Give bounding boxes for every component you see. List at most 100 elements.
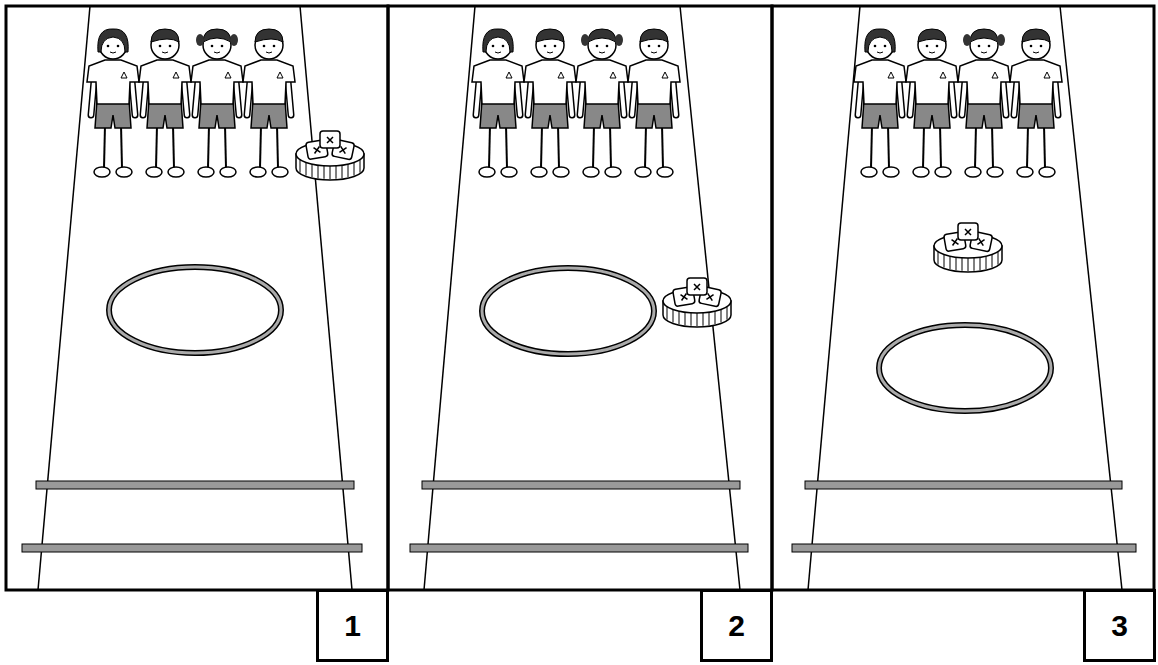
shirt xyxy=(628,60,680,104)
leg xyxy=(104,125,105,168)
shoe xyxy=(168,167,184,177)
pigtail xyxy=(615,34,623,46)
child-figure xyxy=(1010,29,1062,177)
bag xyxy=(958,223,978,240)
eye xyxy=(544,45,547,48)
leg xyxy=(1044,125,1045,168)
shoe xyxy=(605,167,621,177)
eye xyxy=(492,45,495,48)
bean-bag xyxy=(687,278,707,295)
bean-bag-basket xyxy=(663,278,731,327)
throw-line xyxy=(22,544,362,552)
shoe xyxy=(220,167,236,177)
shirt xyxy=(576,60,628,104)
lane-edge xyxy=(808,6,860,590)
bag-cross xyxy=(952,239,959,246)
throw-line xyxy=(410,544,748,552)
shoe xyxy=(198,167,214,177)
leg xyxy=(121,125,122,168)
shoe xyxy=(1017,167,1033,177)
shirt-emblem xyxy=(940,72,946,78)
shirt xyxy=(958,60,1010,104)
leg xyxy=(277,125,278,168)
shoe xyxy=(935,167,951,177)
child-figure xyxy=(191,29,243,177)
shirt-emblem xyxy=(558,72,564,78)
hair xyxy=(1022,29,1050,42)
bag-cross xyxy=(339,146,346,153)
shirt-emblem xyxy=(506,72,512,78)
eye xyxy=(884,45,887,48)
pigtail xyxy=(196,34,204,46)
panel-border xyxy=(6,6,388,590)
scene-panel xyxy=(772,6,1154,590)
hoop-inner xyxy=(109,267,281,353)
eye xyxy=(211,45,214,48)
throw-line xyxy=(36,481,354,489)
leg xyxy=(662,125,663,168)
shirt-emblem xyxy=(173,72,179,78)
bag-cross xyxy=(977,238,984,245)
leg xyxy=(156,125,157,168)
child-figure xyxy=(243,29,295,177)
panel-number: 1 xyxy=(344,609,361,643)
bag xyxy=(320,131,340,148)
hair xyxy=(483,29,513,52)
mouth xyxy=(651,52,657,53)
eye xyxy=(273,45,276,48)
leg xyxy=(1027,125,1028,168)
shirt xyxy=(87,60,139,104)
child-figure xyxy=(472,29,524,177)
basket-weave xyxy=(727,307,728,320)
shirt-emblem xyxy=(992,72,998,78)
leg xyxy=(923,125,924,168)
leg xyxy=(541,125,542,168)
bag-cross xyxy=(314,147,321,154)
basket-weave xyxy=(998,252,999,265)
hair xyxy=(98,29,128,52)
hair xyxy=(865,29,895,52)
eye xyxy=(648,45,651,48)
leg xyxy=(489,125,490,168)
hair xyxy=(151,29,179,42)
shoe xyxy=(657,167,673,177)
leg xyxy=(173,125,174,168)
shirt-emblem xyxy=(277,72,283,78)
hair xyxy=(588,29,616,42)
eye xyxy=(926,45,929,48)
bag-cross xyxy=(965,229,971,235)
shirt xyxy=(472,60,524,104)
shoe xyxy=(583,167,599,177)
shoe xyxy=(94,167,110,177)
shoe xyxy=(987,167,1003,177)
leg xyxy=(645,125,646,168)
shirt-emblem xyxy=(1044,72,1050,78)
leg xyxy=(260,125,261,168)
scene-panel xyxy=(388,6,772,590)
mouth xyxy=(1033,52,1039,53)
throw-line xyxy=(792,544,1136,552)
mouth xyxy=(929,52,935,53)
panel-number-box: 3 xyxy=(1083,589,1156,662)
eye xyxy=(159,45,162,48)
leg xyxy=(506,125,507,168)
eye xyxy=(936,45,939,48)
basket-weave xyxy=(938,252,939,265)
shoe xyxy=(913,167,929,177)
bean-bag-basket xyxy=(296,131,364,180)
hoop-inner xyxy=(879,325,1051,411)
shirt-emblem xyxy=(121,72,127,78)
mouth xyxy=(547,52,553,53)
eye xyxy=(169,45,172,48)
bean-bag-basket xyxy=(934,223,1002,272)
mouth xyxy=(981,52,987,53)
lane-edge xyxy=(424,6,475,590)
shirt xyxy=(524,60,576,104)
pigtail xyxy=(963,34,971,46)
bag-cross xyxy=(706,293,713,300)
leg xyxy=(888,125,889,168)
shoe xyxy=(1039,167,1055,177)
